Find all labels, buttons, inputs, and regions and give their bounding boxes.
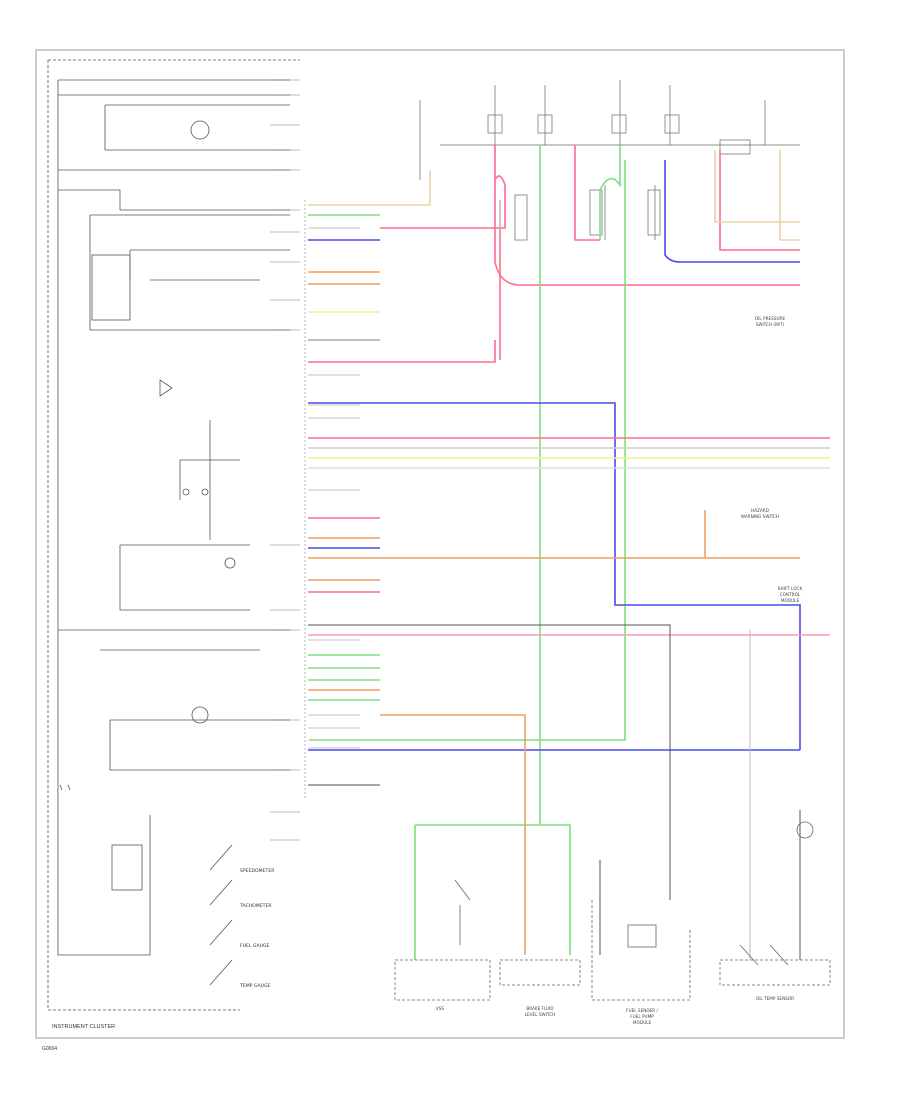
cluster-item-label: SPEEDOMETER xyxy=(240,868,275,874)
oil-pressure-switch-label: OIL PRESSURE xyxy=(755,316,786,321)
page-id: G0004 xyxy=(42,1046,58,1052)
svg-text:FUEL PUMP: FUEL PUMP xyxy=(630,1014,654,1019)
svg-text:CONTROL: CONTROL xyxy=(780,592,801,597)
wire-orange-down xyxy=(380,714,526,955)
diagram-frame xyxy=(35,49,845,1039)
svg-text:VSS: VSS xyxy=(436,1006,445,1011)
wire-green-2 xyxy=(599,145,621,240)
page-title: INSTRUMENT CLUSTER xyxy=(52,1024,116,1030)
wire-red-2 xyxy=(494,180,800,286)
instrument-cluster xyxy=(47,59,300,1011)
wire-tan-1 xyxy=(380,170,431,206)
wire-harness xyxy=(308,145,830,960)
wire-green-bottom xyxy=(414,824,571,960)
wire-blue-top xyxy=(664,160,800,263)
cluster-item-label: TACHOMETER xyxy=(239,903,272,909)
right-labels: OIL PRESSURE SWITCH (M/T) HAZARD WARNING… xyxy=(436,316,803,1025)
svg-text:OIL TEMP SENSOR: OIL TEMP SENSOR xyxy=(756,996,794,1001)
wire-red-1 xyxy=(380,145,506,229)
wire-blue-mid xyxy=(308,402,801,750)
fuse-block xyxy=(419,80,800,260)
bottom-components xyxy=(394,821,831,1001)
center-connector xyxy=(304,200,360,800)
cluster-item-label: TEMP GAUGE xyxy=(239,983,271,989)
svg-text:BRAKE FLUID: BRAKE FLUID xyxy=(526,1006,553,1011)
wire-tan-3 xyxy=(779,150,800,241)
wire-green-3 xyxy=(310,160,626,741)
wire-dark-1 xyxy=(308,624,671,900)
wire-red-4 xyxy=(380,340,496,363)
svg-text:MODULE: MODULE xyxy=(781,598,800,603)
svg-text:WARNING SWITCH: WARNING SWITCH xyxy=(741,514,779,519)
wire-tan-2 xyxy=(714,150,800,223)
svg-text:SHIFT LOCK: SHIFT LOCK xyxy=(778,586,803,591)
svg-text:HAZARD: HAZARD xyxy=(751,508,769,513)
svg-text:LEVEL SWITCH: LEVEL SWITCH xyxy=(525,1012,556,1017)
wire-red-3 xyxy=(574,145,600,241)
svg-text:FUEL SENDER /: FUEL SENDER / xyxy=(626,1008,658,1013)
svg-text:MODULE: MODULE xyxy=(633,1020,652,1025)
cluster-item-label: FUEL GAUGE xyxy=(240,943,270,949)
svg-text:SWITCH (M/T): SWITCH (M/T) xyxy=(756,322,785,327)
center-wire-stubs xyxy=(308,204,380,786)
wire-red-6 xyxy=(719,150,800,251)
cluster-gauge-labels: SPEEDOMETER TACHOMETER FUEL GAUGE TEMP G… xyxy=(239,868,275,989)
cluster-connector-marks xyxy=(270,79,300,841)
